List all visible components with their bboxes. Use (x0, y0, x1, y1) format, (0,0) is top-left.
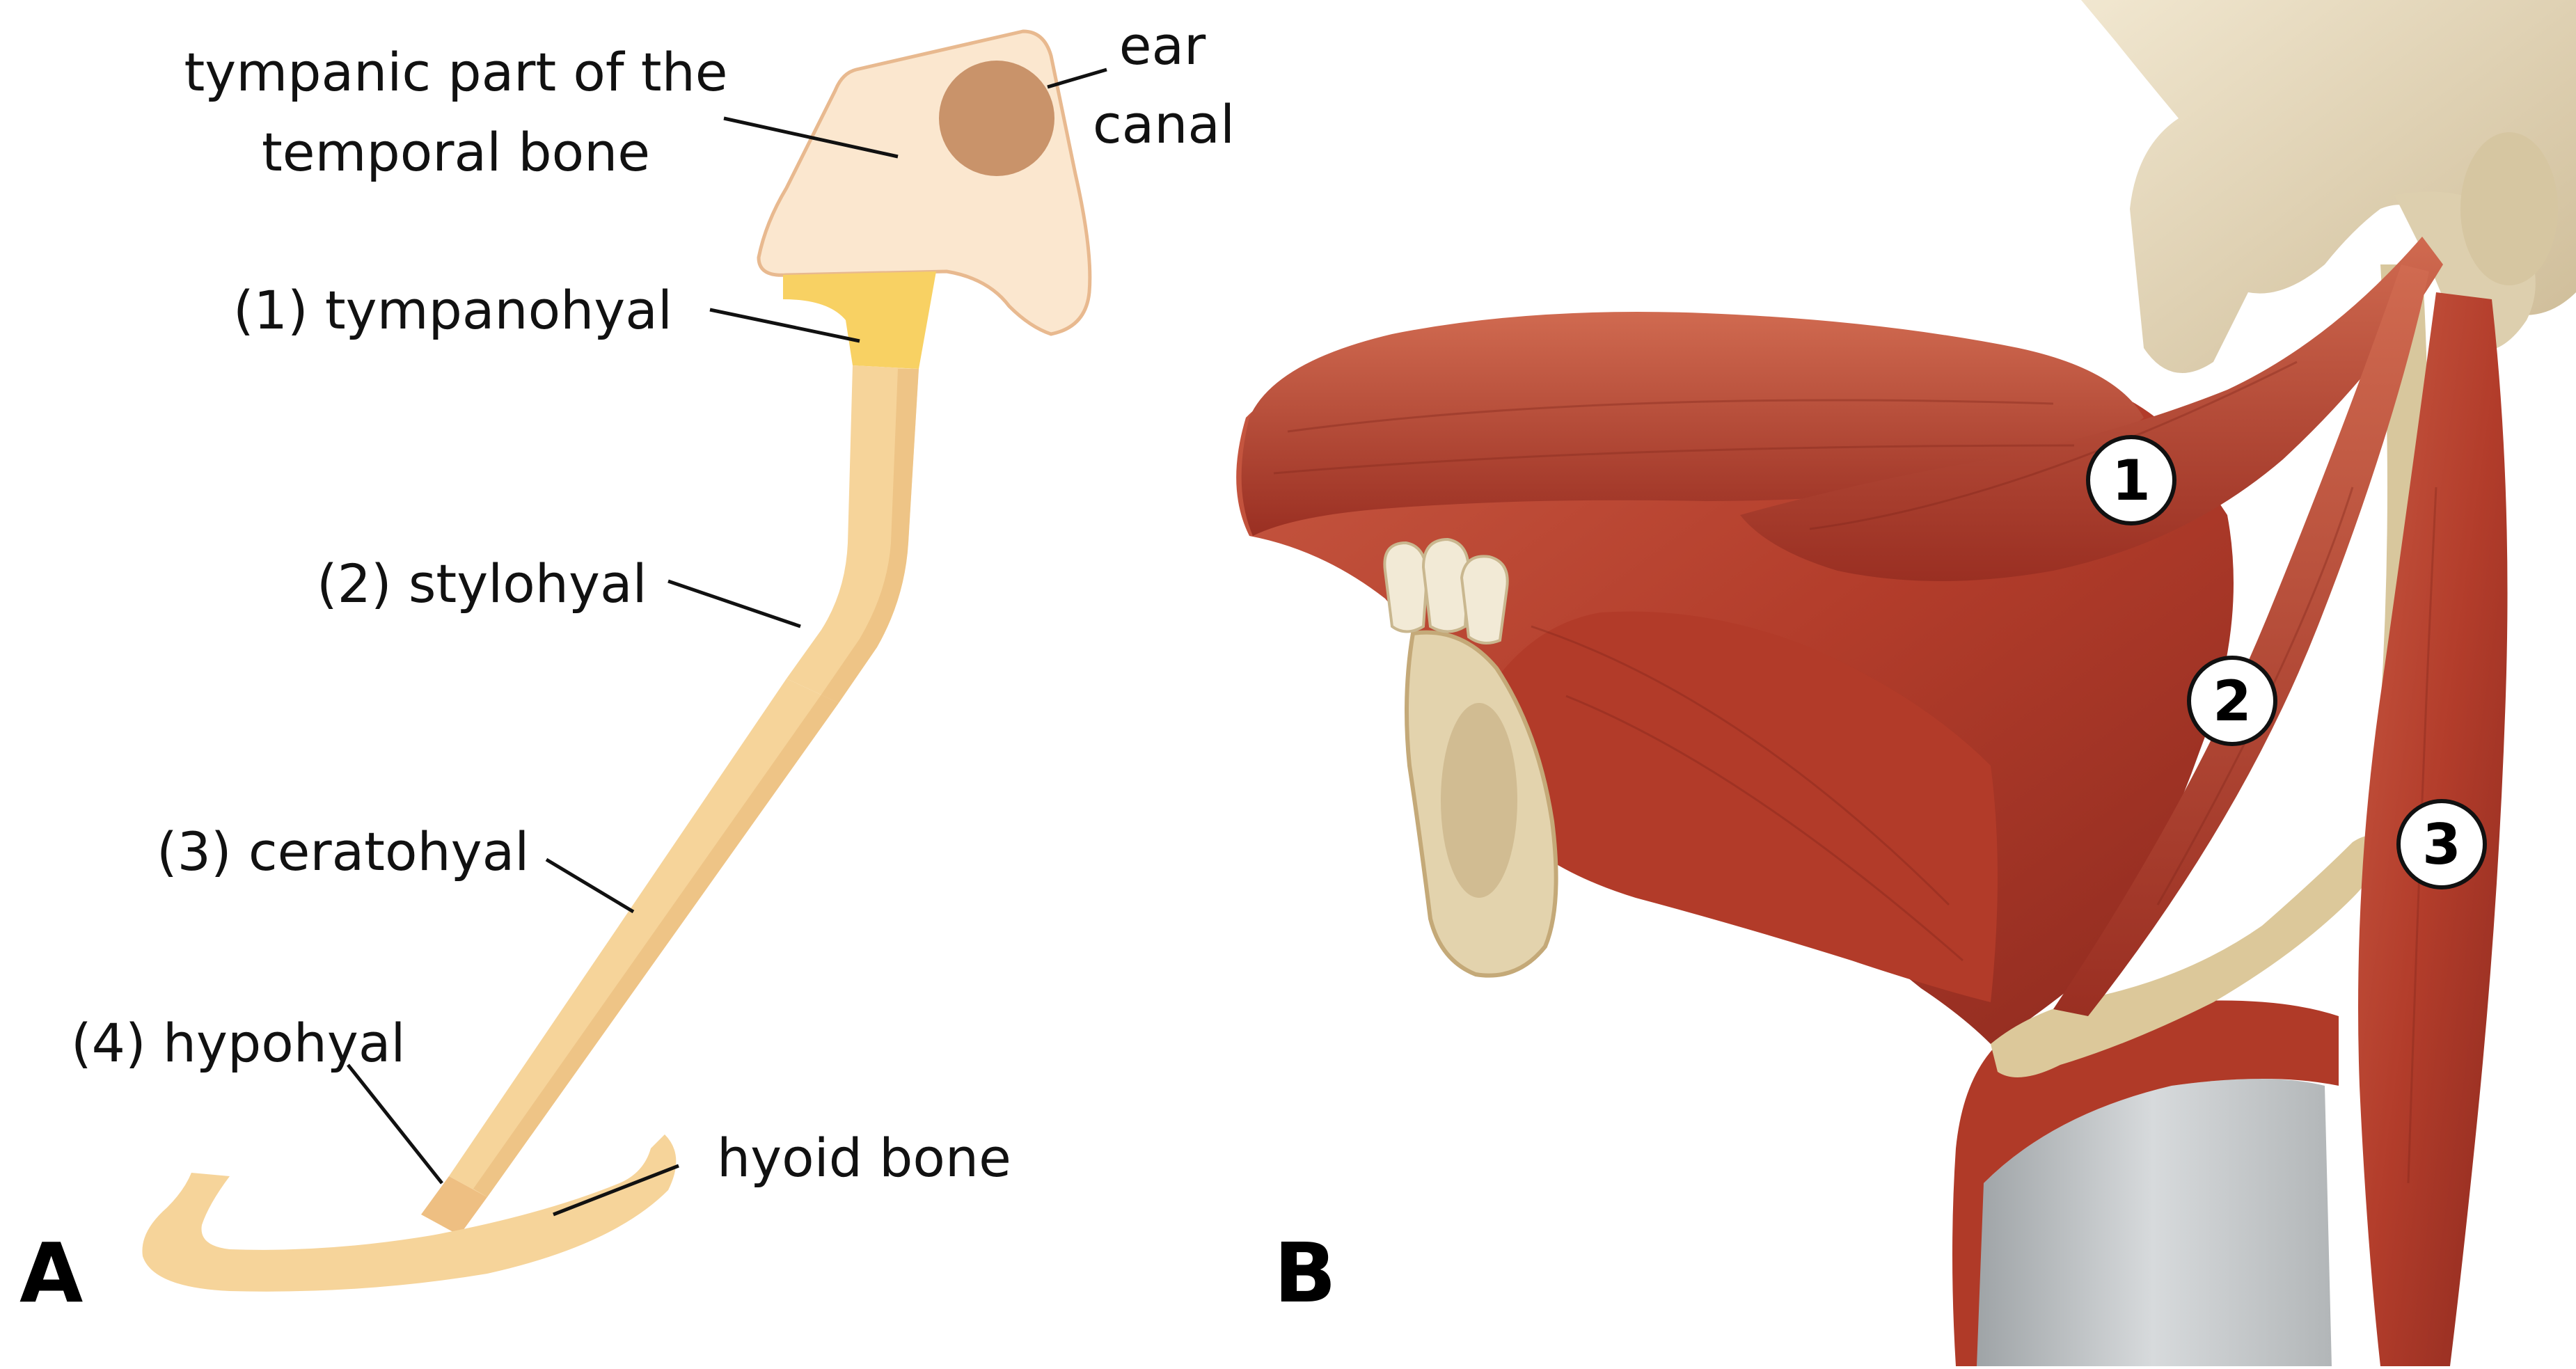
label-ear-line1: ear (1119, 15, 1206, 77)
panel-letter-a: A (19, 1225, 83, 1321)
tympanohyal-shape (783, 271, 936, 369)
hypohyal-shape (421, 1176, 487, 1235)
marker-2: 2 (2187, 656, 2277, 746)
ear-canal-shape (939, 61, 1054, 176)
marker-1: 1 (2086, 435, 2176, 525)
thyroid-cartilage-shape (1974, 1079, 2332, 1366)
mastoid-shape (2460, 132, 2558, 285)
label-hypohyal: (4) hypohyal (71, 1012, 406, 1074)
marker-2-label: 2 (2213, 669, 2252, 734)
numbered-circle-marker-icon (2086, 435, 2176, 525)
label-tympanohyal: (1) tympanohyal (233, 279, 672, 341)
label-ceratohyal: (3) ceratohyal (157, 821, 529, 883)
marker-3-label: 3 (2422, 812, 2461, 877)
label-tympanic-line1: tympanic part of the (184, 41, 727, 103)
ceratohyal-shadow (473, 695, 839, 1197)
marker-1-label: 1 (2112, 448, 2151, 513)
teeth-group (1383, 537, 1509, 644)
ceratohyal-shape (449, 679, 839, 1197)
label-ear-line2: canal (1093, 93, 1235, 155)
label-stylohyal: (2) stylohyal (317, 553, 647, 615)
skull-bone-shape (2081, 0, 2576, 373)
infrahyoid-muscle-shape (1952, 1000, 2339, 1366)
leader-lines-a (347, 68, 1107, 1217)
panel-a: tympanic part of the temporal bone ear c… (19, 15, 1235, 1321)
hyoid-bone-outline (142, 1134, 677, 1292)
mandible-spongy (1441, 703, 1517, 898)
hyoid-b-shape (1991, 836, 2380, 1077)
panel-b: 1 2 3 B (1236, 0, 2576, 1366)
numbered-circle-marker-icon (2396, 799, 2487, 889)
marker-3: 3 (2396, 799, 2487, 889)
muscle-1-shape (1740, 237, 2443, 581)
genioglossus-shape (1469, 611, 1998, 1002)
numbered-circle-marker-icon (2187, 656, 2277, 746)
label-hyoid-bone: hyoid bone (717, 1127, 1011, 1189)
stylohyal-shadow (821, 369, 919, 703)
label-tympanic-line2: temporal bone (262, 121, 650, 183)
panel-letter-b: B (1274, 1225, 1336, 1321)
muscle-fibers (1273, 361, 2437, 1184)
muscle-2-shape (2053, 264, 2429, 1016)
